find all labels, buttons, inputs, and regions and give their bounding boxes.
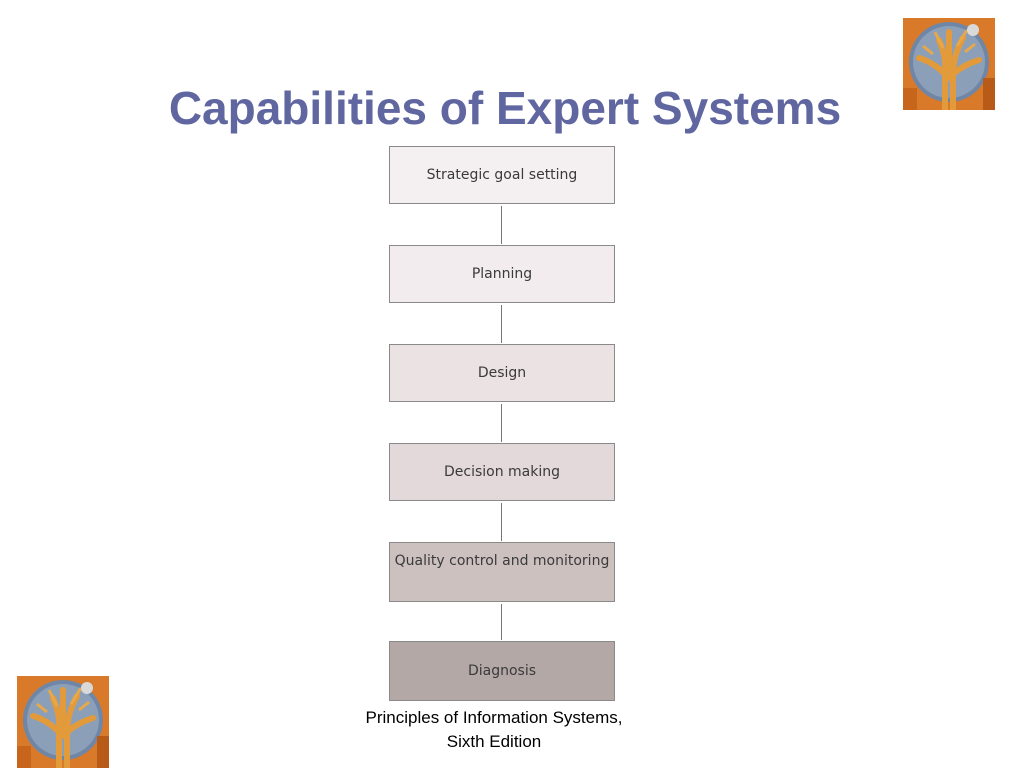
flow-step-label: Planning: [471, 266, 533, 282]
tree-logo-icon: [17, 676, 109, 771]
slide-title: Capabilities of Expert Systems: [168, 82, 842, 134]
footer-line-2: Sixth Edition: [446, 732, 542, 751]
flow-connector: [501, 206, 502, 244]
flow-connector: [501, 503, 502, 541]
flow-connector: [501, 604, 502, 640]
flow-connector: [501, 305, 502, 343]
flow-step-label: Decision making: [443, 464, 561, 480]
flow-step-decision-making: Decision making: [389, 443, 615, 501]
flow-step-quality-control: Quality control and monitoring: [389, 542, 615, 602]
flow-step-strategic-goal-setting: Strategic goal setting: [389, 146, 615, 204]
tree-logo-icon: [903, 18, 995, 113]
flow-step-diagnosis: Diagnosis: [389, 641, 615, 701]
flow-connector: [501, 404, 502, 442]
flow-step-label: Strategic goal setting: [426, 167, 578, 183]
capabilities-flowchart: Strategic goal setting Planning Design D…: [389, 146, 617, 706]
flow-step-label: Quality control and monitoring: [394, 553, 610, 569]
slide-footer: Principles of Information Systems, Sixth…: [334, 706, 654, 754]
flow-step-design: Design: [389, 344, 615, 402]
flow-step-label: Design: [477, 365, 527, 381]
footer-line-1: Principles of Information Systems,: [365, 708, 623, 727]
flow-step-planning: Planning: [389, 245, 615, 303]
flow-step-label: Diagnosis: [467, 663, 537, 679]
